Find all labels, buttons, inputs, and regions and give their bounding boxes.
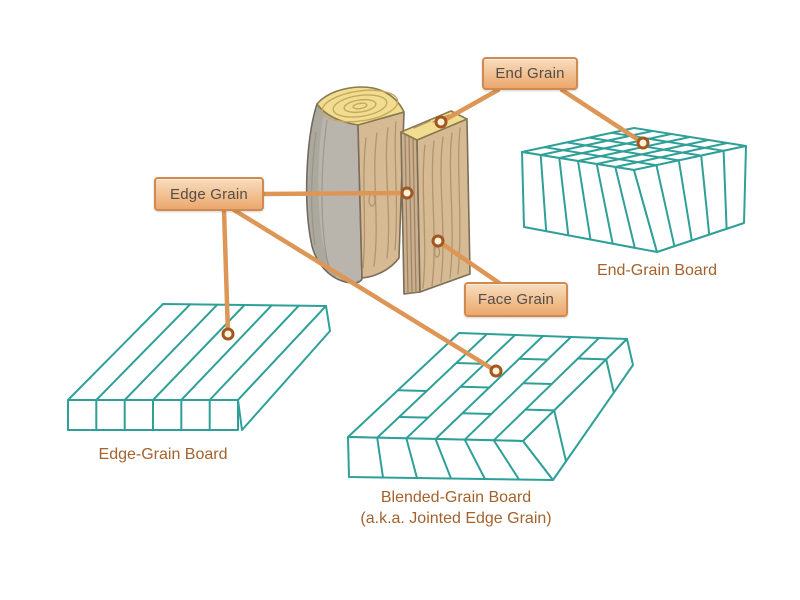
blended-grain-board-illustration (347, 332, 634, 481)
plank-illustration (400, 110, 471, 295)
end-grain-line-left (438, 87, 501, 125)
caption-edge-grain-board: Edge-Grain Board (98, 446, 228, 463)
end-grain-line-right (559, 87, 646, 146)
callout-label-face-grain: Face Grain (464, 282, 568, 317)
callout-lines (221, 87, 646, 374)
marker-edge-grain-plank (400, 186, 414, 200)
caption-end-grain-board: End-Grain Board (596, 262, 718, 279)
edge-grain-line-board (221, 207, 231, 337)
edge-grain-board-illustration (67, 303, 331, 431)
caption-blended-grain-board: Blended-Grain Board (a.k.a. Jointed Edge… (306, 487, 606, 529)
edge-grain-line-plank (259, 190, 410, 197)
callout-label-face-grain-text: Face Grain (477, 291, 555, 308)
marker-blended-board (489, 364, 503, 378)
face-grain-line (435, 238, 508, 290)
callout-label-edge-grain-text: Edge Grain (170, 185, 248, 203)
log-illustration (305, 86, 405, 284)
marker-end-grain-plank (434, 115, 448, 129)
growth-rings (321, 89, 399, 123)
end-grain-board-illustration (521, 127, 747, 253)
callout-label-edge-grain: Edge Grain (154, 177, 264, 211)
caption-blended-line1: Blended-Grain Board (380, 489, 532, 506)
callout-markers (221, 115, 650, 378)
marker-end-grain-board (636, 136, 650, 150)
callout-label-end-grain-text: End Grain (495, 65, 565, 82)
edge-grain-line-blended (231, 207, 499, 374)
caption-blended-line2: (a.k.a. Jointed Edge Grain) (360, 510, 552, 527)
marker-face-grain-plank (431, 234, 445, 248)
callout-label-end-grain: End Grain (482, 57, 578, 90)
marker-edge-grain-board (221, 327, 235, 341)
